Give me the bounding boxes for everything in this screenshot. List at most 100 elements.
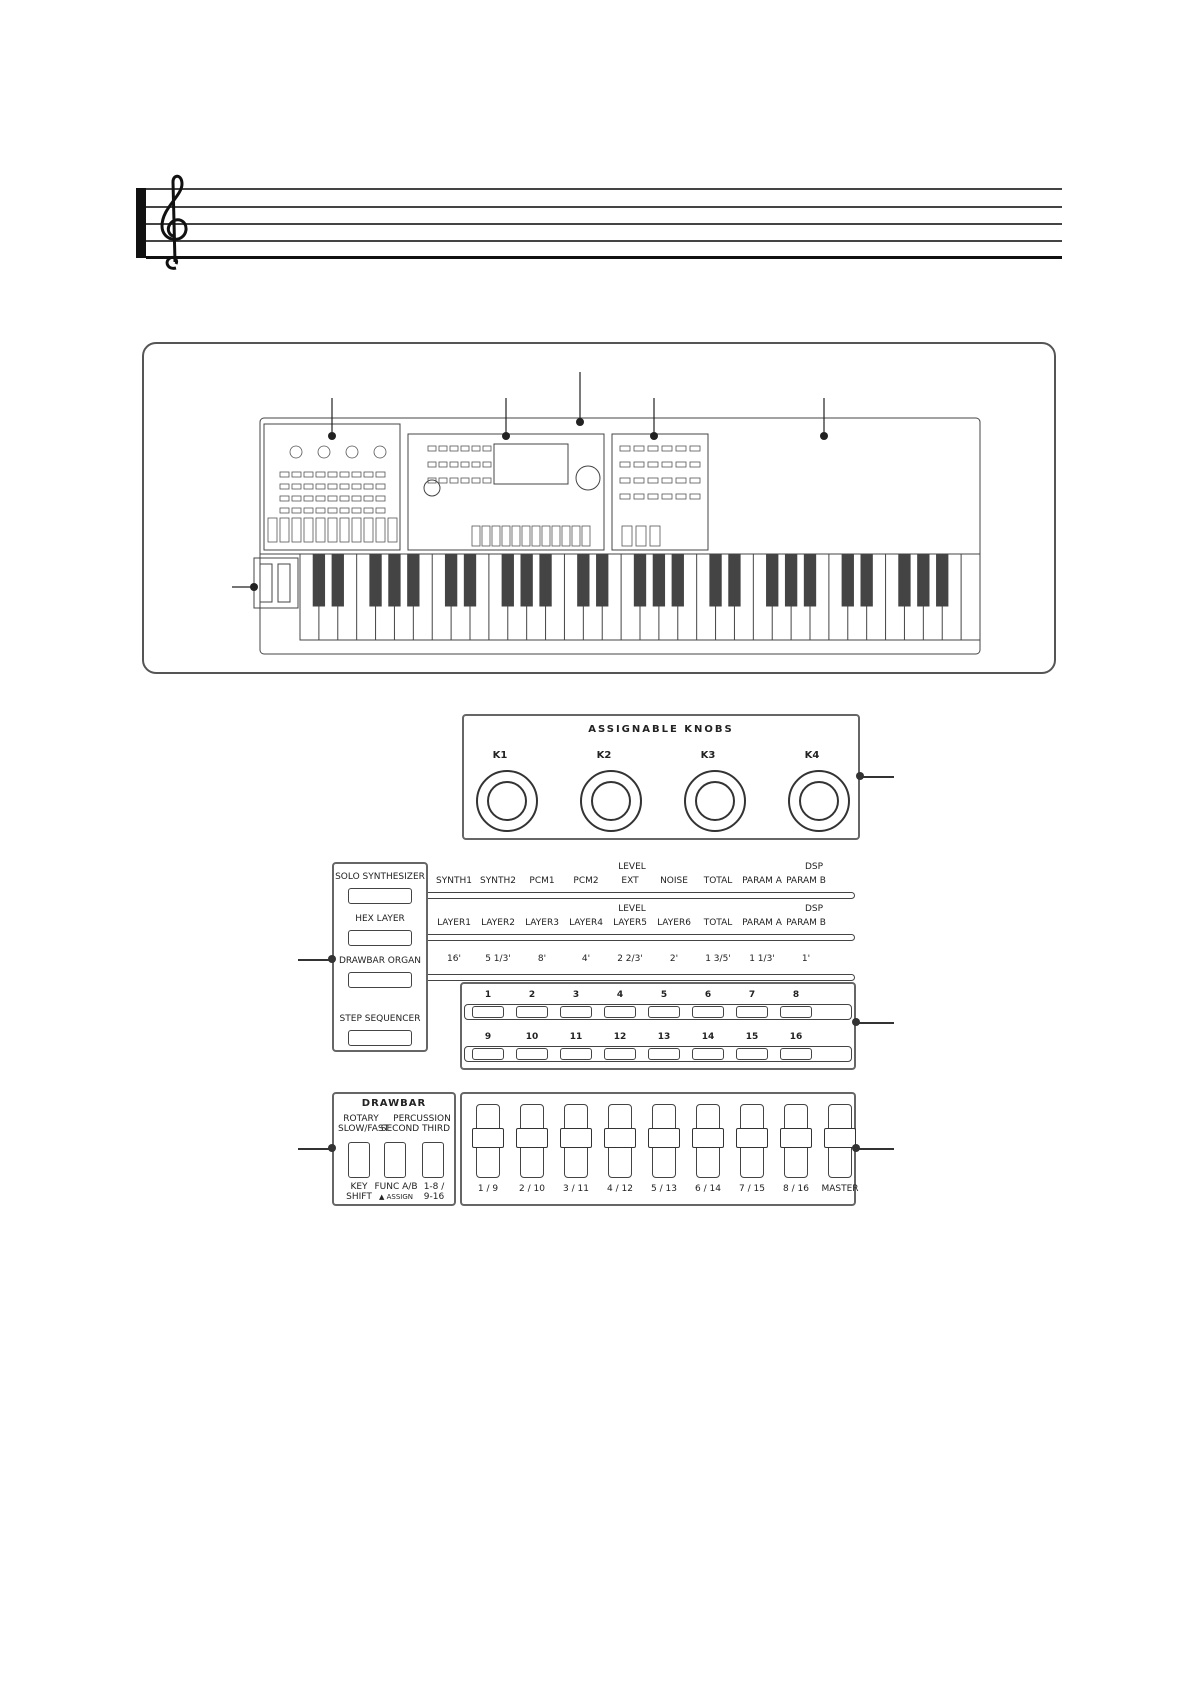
mini-button	[279, 507, 290, 514]
range-button[interactable]	[422, 1142, 444, 1178]
treble-clef-icon	[160, 174, 188, 270]
black-key	[709, 553, 722, 607]
mini-slider	[303, 517, 314, 543]
slider-knob-3[interactable]	[560, 1128, 592, 1148]
mini-button	[303, 495, 314, 502]
staff-line-4	[146, 240, 1062, 242]
step-top-button-2[interactable]	[516, 1006, 548, 1018]
row1-label-4: PCM2	[573, 876, 599, 886]
step-top-button-4[interactable]	[604, 1006, 636, 1018]
step-bottom-button-8[interactable]	[780, 1048, 812, 1060]
mini-slider	[327, 517, 338, 543]
step-top-button-5[interactable]	[648, 1006, 680, 1018]
step-bottom-button-3[interactable]	[560, 1048, 592, 1060]
mini-button	[279, 471, 290, 478]
footage-label-7: 1 3/5'	[705, 954, 731, 964]
step-top-button-6[interactable]	[692, 1006, 724, 1018]
black-key	[728, 553, 741, 607]
mini-button	[449, 477, 459, 484]
slider-knob-2[interactable]	[516, 1128, 548, 1148]
step-bottom-button-1[interactable]	[472, 1048, 504, 1060]
second-label: SECOND	[380, 1124, 420, 1134]
step-top-button-3[interactable]	[560, 1006, 592, 1018]
slider-knob-4[interactable]	[604, 1128, 636, 1148]
knob-k3[interactable]	[684, 770, 746, 832]
knob-label-k3: K3	[700, 750, 716, 761]
mini-button	[581, 525, 591, 547]
mini-button	[460, 445, 470, 452]
step-top-button-7[interactable]	[736, 1006, 768, 1018]
mini-button	[619, 445, 631, 452]
key-shift-button[interactable]	[348, 1142, 370, 1178]
mini-button	[339, 495, 350, 502]
knobs-callout-line	[860, 776, 894, 778]
slider-knob-7[interactable]	[736, 1128, 768, 1148]
slider-knob-1[interactable]	[472, 1128, 504, 1148]
step-bottom-button-5[interactable]	[648, 1048, 680, 1060]
step-callout-dot	[852, 1018, 860, 1026]
mode-label-step: STEP SEQUENCER	[339, 1014, 421, 1024]
step-bottom-number-6: 14	[701, 1032, 715, 1042]
mini-button	[291, 507, 302, 514]
mini-button	[315, 483, 326, 490]
step-bottom-button-4[interactable]	[604, 1048, 636, 1060]
step-sequencer-button[interactable]	[348, 1030, 412, 1046]
mini-knob	[373, 445, 387, 459]
slider-knob-9[interactable]	[824, 1128, 856, 1148]
mini-button	[291, 495, 302, 502]
mini-button	[647, 461, 659, 468]
mini-button	[363, 495, 374, 502]
mini-button	[675, 461, 687, 468]
knob-label-k2: K2	[596, 750, 612, 761]
slider-label-6: 6 / 14	[695, 1184, 721, 1194]
row1-guide	[428, 892, 855, 899]
knob-k1[interactable]	[476, 770, 538, 832]
step-bottom-button-6[interactable]	[692, 1048, 724, 1060]
slow-fast-label: SLOW/FAST	[338, 1124, 390, 1134]
step-bottom-button-7[interactable]	[736, 1048, 768, 1060]
step-bottom-number-7: 15	[745, 1032, 759, 1042]
knob-k4[interactable]	[788, 770, 850, 832]
slider-knob-6[interactable]	[692, 1128, 724, 1148]
mini-button	[315, 495, 326, 502]
range-label-2: 9-16	[423, 1192, 445, 1202]
mini-button	[689, 493, 701, 500]
shift-label: SHIFT	[346, 1192, 372, 1202]
black-key	[671, 553, 684, 607]
func-button[interactable]	[384, 1142, 406, 1178]
mini-button	[375, 507, 386, 514]
row3-guide	[428, 974, 855, 981]
solo-synthesizer-button[interactable]	[348, 888, 412, 904]
step-top-button-1[interactable]	[472, 1006, 504, 1018]
slider-knob-5[interactable]	[648, 1128, 680, 1148]
mini-button	[647, 493, 659, 500]
slider-label-8: 8 / 16	[783, 1184, 809, 1194]
footage-label-5: 2 2/3'	[617, 954, 643, 964]
mini-slider	[279, 517, 290, 543]
black-key	[501, 553, 514, 607]
mode-label-hex: HEX LAYER	[355, 914, 405, 924]
hex-layer-button[interactable]	[348, 930, 412, 946]
row2-dsp-header: DSP	[804, 904, 824, 914]
step-bottom-button-2[interactable]	[516, 1048, 548, 1060]
slider-label-9: MASTER	[821, 1184, 859, 1194]
step-top-button-8[interactable]	[780, 1006, 812, 1018]
black-key	[652, 553, 666, 607]
knob-k2[interactable]	[580, 770, 642, 832]
mini-button	[675, 445, 687, 452]
row2-label-5: LAYER5	[613, 918, 647, 928]
assign-arrow-icon: ▲	[378, 1193, 385, 1201]
step-top-number-2: 2	[528, 990, 536, 1000]
mini-button	[633, 477, 645, 484]
black-key	[898, 553, 911, 607]
step-bottom-number-5: 13	[657, 1032, 671, 1042]
mini-button	[619, 493, 631, 500]
step-top-number-1: 1	[484, 990, 492, 1000]
row2-guide	[428, 934, 855, 941]
drawbar-title: DRAWBAR	[361, 1098, 427, 1109]
slider-knob-8[interactable]	[780, 1128, 812, 1148]
drawbar-organ-button[interactable]	[348, 972, 412, 988]
